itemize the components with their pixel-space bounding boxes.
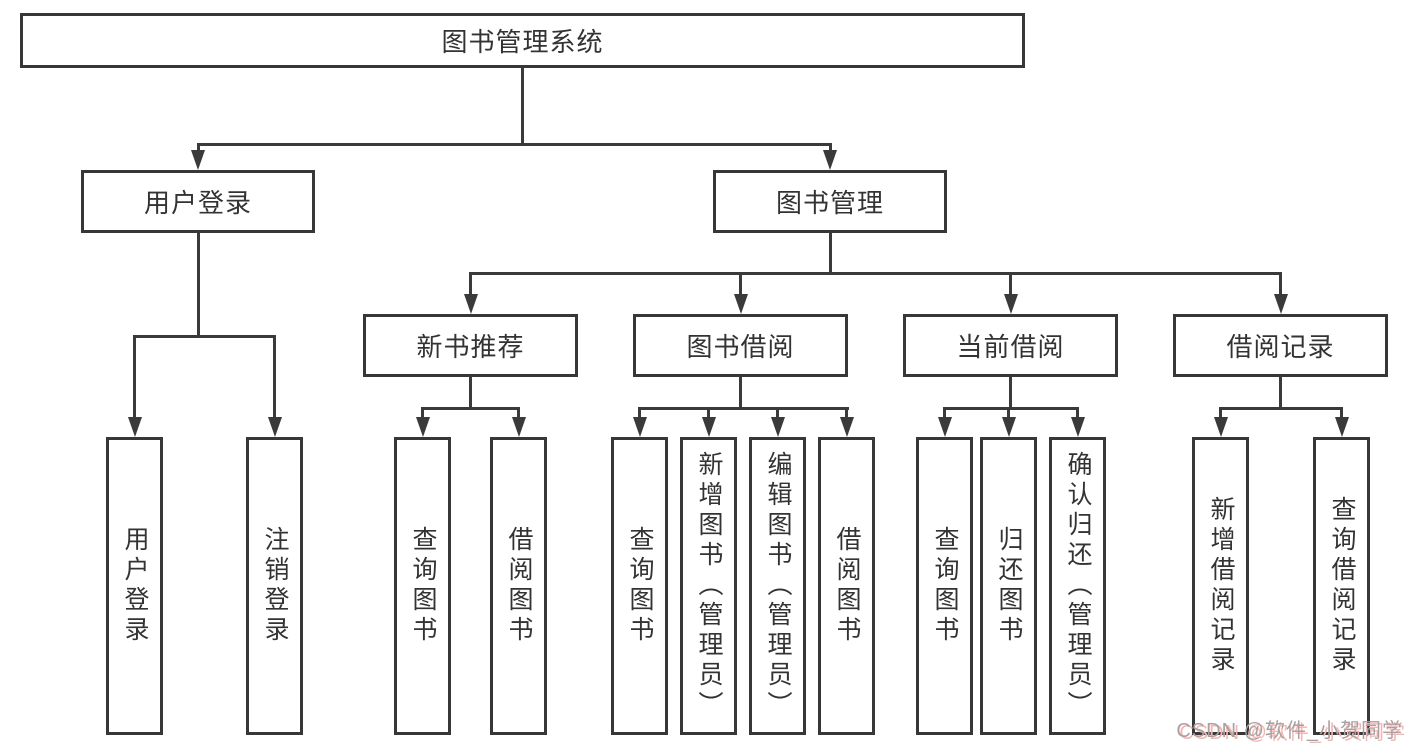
connector-trunk-current — [1009, 377, 1012, 410]
connector-trunk-user-login — [196, 233, 200, 338]
arrow-head-icon — [1273, 294, 1288, 314]
connector-bar-records — [1219, 407, 1343, 410]
node-book-management: 图书管理 — [713, 170, 947, 233]
leaf-label: 查询图书 — [931, 526, 959, 646]
connector-bar-borrowing — [638, 407, 849, 410]
connector-bar-level1 — [196, 143, 832, 146]
arrow-head-icon — [839, 417, 854, 437]
leaf-user-login: 用户登录 — [106, 437, 163, 735]
leaf-add-books-admin: 新增图书（管理员） — [680, 437, 737, 735]
leaf-label: 查询图书 — [626, 526, 654, 646]
leaf-return-books: 归还图书 — [980, 437, 1037, 735]
leaf-label: 注销登录 — [261, 526, 289, 646]
arrow-head-icon — [937, 417, 952, 437]
leaf-label: 用户登录 — [121, 526, 149, 646]
connector-stem — [739, 275, 742, 295]
leaf-query-books: 查询图书 — [611, 437, 668, 735]
connector-stem — [273, 338, 276, 418]
leaf-query-books: 查询图书 — [916, 437, 973, 735]
leaf-label: 借阅图书 — [505, 526, 533, 646]
arrow-head-icon — [770, 417, 785, 437]
connector-bar-recommendation — [421, 407, 520, 410]
leaf-add-borrow-record: 新增借阅记录 — [1192, 437, 1249, 735]
connector-trunk-root — [521, 68, 524, 146]
connector-stem — [707, 410, 710, 418]
connector-bar-user-login — [133, 335, 276, 338]
connector-bar-current — [943, 407, 1079, 410]
node-library-management-system: 图书管理系统 — [20, 13, 1025, 68]
leaf-edit-books-admin: 编辑图书（管理员） — [749, 437, 806, 735]
node-user-login: 用户登录 — [81, 170, 315, 233]
connector-stem — [943, 410, 946, 418]
arrow-head-icon — [1003, 294, 1018, 314]
leaf-borrow-books: 借阅图书 — [818, 437, 875, 735]
leaf-borrow-books: 借阅图书 — [490, 437, 547, 735]
node-new-book-recommendation: 新书推荐 — [363, 314, 578, 377]
leaf-label: 借阅图书 — [833, 526, 861, 646]
arrow-head-icon — [632, 417, 647, 437]
leaf-label: 查询借阅记录 — [1328, 496, 1356, 676]
connector-stem — [133, 338, 136, 418]
leaf-query-books: 查询图书 — [394, 437, 451, 735]
leaf-label: 归还图书 — [995, 526, 1023, 646]
arrow-head-icon — [733, 294, 748, 314]
connector-stem — [638, 410, 641, 418]
connector-stem — [1009, 275, 1012, 295]
node-borrowing-records: 借阅记录 — [1173, 314, 1388, 377]
leaf-label: 编辑图书（管理员） — [764, 451, 792, 721]
arrow-head-icon — [463, 294, 478, 314]
node-book-borrowing: 图书借阅 — [633, 314, 848, 377]
arrow-head-icon — [1334, 417, 1349, 437]
connector-trunk-borrowing — [739, 377, 742, 410]
arrow-head-icon — [415, 417, 430, 437]
arrow-head-icon — [1213, 417, 1228, 437]
connector-trunk-book-management — [828, 233, 832, 275]
leaf-label: 新增图书（管理员） — [695, 451, 723, 721]
arrow-head-icon — [823, 150, 837, 170]
connector-stem — [1279, 275, 1282, 295]
arrow-head-icon — [701, 417, 716, 437]
connector-trunk-recommendation — [469, 377, 472, 410]
connector-stem — [776, 410, 779, 418]
arrow-head-icon — [267, 417, 282, 437]
connector-stem — [1007, 410, 1010, 418]
connector-stem — [517, 410, 520, 418]
leaf-confirm-return-admin: 确认归还（管理员） — [1049, 437, 1106, 735]
leaf-query-borrow-record: 查询借阅记录 — [1313, 437, 1370, 735]
leaf-logout: 注销登录 — [246, 437, 303, 735]
arrow-head-icon — [1001, 417, 1016, 437]
connector-trunk-records — [1279, 377, 1282, 410]
watermark: CSDN @软件_小贺同学 — [1176, 720, 1403, 742]
arrow-head-icon — [1070, 417, 1085, 437]
arrow-head-icon — [127, 417, 142, 437]
connector-stem — [469, 275, 472, 295]
connector-stem — [421, 410, 424, 418]
arrow-head-icon — [191, 150, 205, 170]
leaf-label: 确认归还（管理员） — [1064, 451, 1092, 721]
connector-stem — [1219, 410, 1222, 418]
connector-bar-level2 — [469, 272, 1282, 275]
arrow-head-icon — [511, 417, 526, 437]
leaf-label: 查询图书 — [409, 526, 437, 646]
connector-stem — [845, 410, 848, 418]
connector-stem — [1340, 410, 1343, 418]
leaf-label: 新增借阅记录 — [1207, 496, 1235, 676]
node-current-borrowing: 当前借阅 — [903, 314, 1118, 377]
connector-stem — [1076, 410, 1079, 418]
